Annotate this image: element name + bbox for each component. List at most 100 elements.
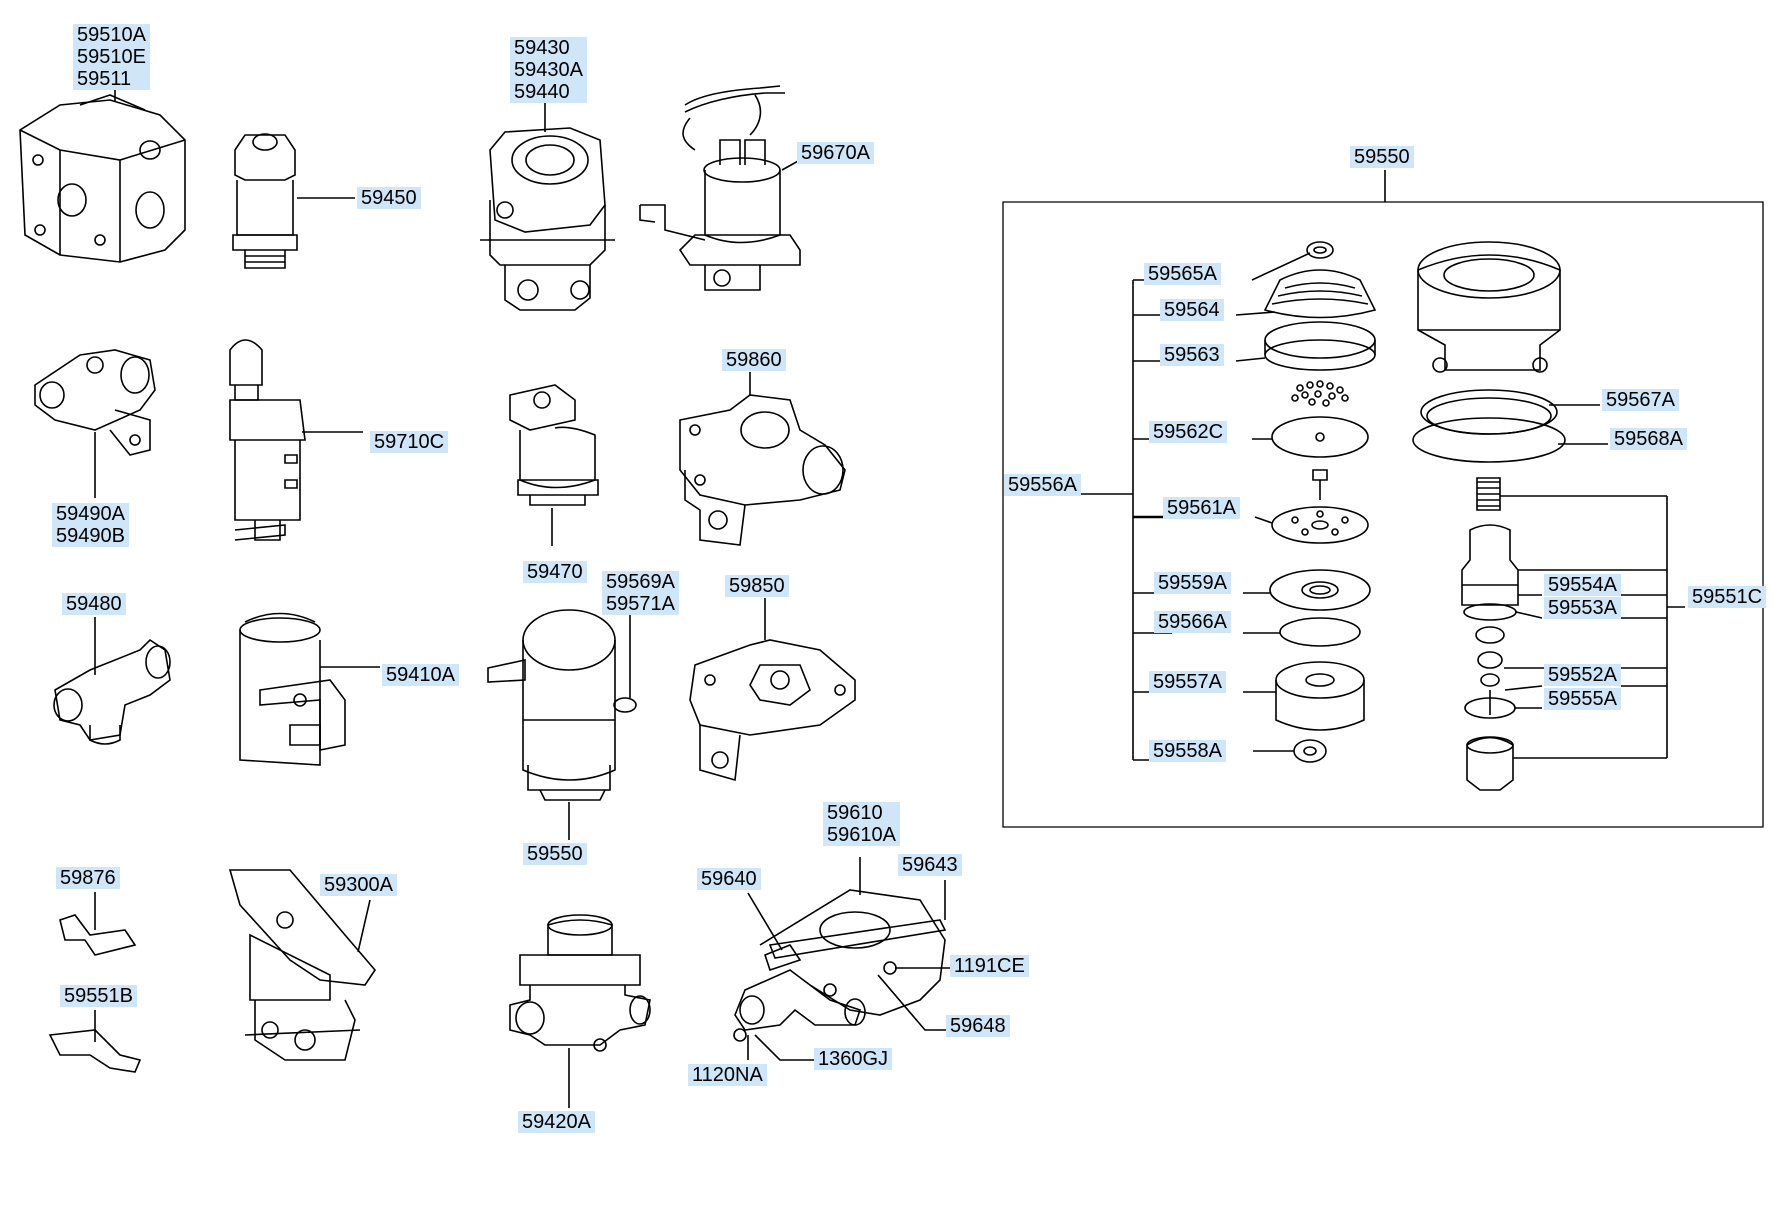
part-balls-drawing (1292, 381, 1348, 406)
part-number: 59670A (801, 142, 870, 164)
part-number: 59610 (827, 802, 883, 824)
part-number: 59710C (374, 431, 445, 453)
part-59860-drawing (680, 395, 845, 545)
label-59450[interactable]: 59450 (357, 187, 421, 209)
part-59565A-drawing (1307, 242, 1333, 258)
label-59555A[interactable]: 59555A (1544, 688, 1621, 710)
part-59568A-drawing (1413, 418, 1565, 462)
part-number: 59420A (522, 1111, 591, 1133)
part-number: 59610A (827, 824, 896, 846)
label-59710C[interactable]: 59710C (370, 431, 449, 453)
part-59610-drawing (734, 890, 945, 1041)
part-spring-drawing (1477, 478, 1500, 510)
part-59480-drawing (54, 640, 170, 744)
part-number: 59410A (386, 664, 455, 686)
label-59551C[interactable]: 59551C (1688, 586, 1767, 608)
part-59430-drawing (480, 128, 615, 310)
part-59470-drawing (510, 385, 598, 505)
part-number: 59510E (77, 46, 146, 68)
part-number: 59511 (77, 68, 132, 90)
label-59876[interactable]: 59876 (56, 867, 120, 889)
label-59670A[interactable]: 59670A (797, 142, 874, 164)
part-59450-drawing (233, 134, 297, 268)
part-number: 59643 (902, 854, 958, 876)
label-59850[interactable]: 59850 (725, 575, 789, 597)
part-59559A-drawing (1270, 570, 1370, 610)
part-59562C-drawing (1272, 417, 1368, 457)
label-59562C[interactable]: 59562C (1149, 421, 1228, 443)
part-number: 59490B (56, 525, 125, 547)
part-number: 59568A (1614, 428, 1683, 450)
part-pin-drawing (1313, 470, 1327, 500)
part-number: 59876 (60, 867, 116, 889)
part-number: 59550 (1354, 146, 1410, 168)
label-59561A[interactable]: 59561A (1163, 497, 1240, 519)
label-59420A[interactable]: 59420A (518, 1111, 595, 1133)
label-59559A[interactable]: 59559A (1154, 572, 1231, 594)
part-number: 59430A (514, 59, 583, 81)
part-number: 59571A (606, 593, 675, 615)
part-number: 59450 (361, 187, 417, 209)
label-59565A[interactable]: 59565A (1144, 263, 1221, 285)
part-59550-small-drawing (488, 610, 615, 800)
label-59564[interactable]: 59564 (1160, 299, 1224, 321)
label-59648[interactable]: 59648 (946, 1015, 1010, 1037)
label-59563[interactable]: 59563 (1160, 344, 1224, 366)
part-59567A-drawing (1421, 390, 1557, 434)
part-number: 59564 (1164, 299, 1220, 321)
part-59876-drawing (60, 915, 135, 955)
label-59860[interactable]: 59860 (722, 349, 786, 371)
part-59410A-drawing (240, 614, 345, 766)
label-1120NA[interactable]: 1120NA (688, 1064, 767, 1086)
part-59561A-drawing (1272, 507, 1368, 543)
part-number: 59563 (1164, 344, 1220, 366)
label-59557A[interactable]: 59557A (1149, 671, 1226, 693)
label-59552A[interactable]: 59552A (1544, 664, 1621, 686)
part-number: 1191CE (954, 955, 1025, 977)
label-59550-top[interactable]: 59550 (1350, 146, 1414, 168)
part-number: 1360GJ (818, 1048, 889, 1070)
label-59553A[interactable]: 59553A (1544, 597, 1621, 619)
part-59850-drawing (690, 640, 855, 780)
part-number: 59562C (1153, 421, 1224, 443)
part-59558A-drawing (1294, 740, 1326, 762)
label-59480[interactable]: 59480 (62, 593, 126, 615)
label-59556A[interactable]: 59556A (1004, 474, 1081, 496)
part-59710C-drawing (230, 340, 305, 540)
part-number: 59554A (1548, 574, 1617, 596)
label-1191CE[interactable]: 1191CE (950, 955, 1029, 977)
label-59470[interactable]: 59470 (523, 561, 587, 583)
label-59410A[interactable]: 59410A (382, 664, 459, 686)
label-59558A[interactable]: 59558A (1149, 740, 1226, 762)
part-59564-drawing (1265, 270, 1375, 318)
label-59550-bottom[interactable]: 59550 (523, 843, 587, 865)
label-1360GJ[interactable]: 1360GJ (814, 1048, 893, 1070)
part-number: 59551B (64, 985, 133, 1007)
label-59554A[interactable]: 59554A (1544, 574, 1621, 596)
part-59510-drawing (20, 95, 185, 262)
part-number: 59559A (1158, 572, 1227, 594)
part-59490-drawing (35, 350, 155, 455)
label-59300A[interactable]: 59300A (320, 874, 397, 896)
label-59568A[interactable]: 59568A (1610, 428, 1687, 450)
part-59670A-drawing (640, 86, 800, 290)
label-59566A[interactable]: 59566A (1154, 611, 1231, 633)
label-59567A[interactable]: 59567A (1602, 389, 1679, 411)
part-number: 59300A (324, 874, 393, 896)
part-number: 59555A (1548, 688, 1617, 710)
part-number: 59551C (1692, 586, 1763, 608)
part-number: 59567A (1606, 389, 1675, 411)
label-59640[interactable]: 59640 (697, 868, 761, 890)
part-number: 59553A (1548, 597, 1617, 619)
part-number: 59565A (1148, 263, 1217, 285)
part-number: 59561A (1167, 497, 1236, 519)
label-59551B[interactable]: 59551B (60, 985, 137, 1007)
label-59643[interactable]: 59643 (898, 854, 962, 876)
part-59566A-drawing (1280, 618, 1360, 646)
part-number: 59430 (514, 37, 570, 59)
